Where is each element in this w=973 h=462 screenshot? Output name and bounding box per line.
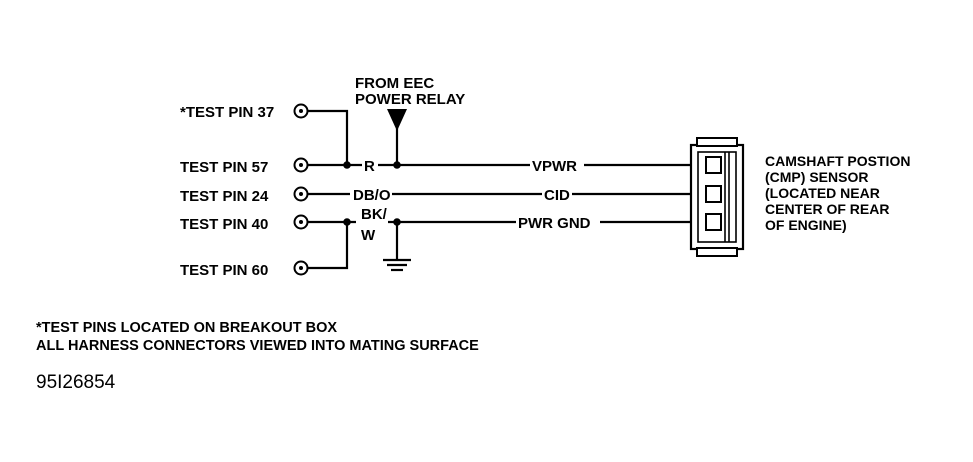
figure-code: 95I26854 (36, 372, 116, 393)
sensor-label-line2: (CMP) SENSOR (765, 169, 868, 185)
test-pin-37-terminal-icon (293, 103, 309, 119)
test-pin-24-label: TEST PIN 24 (180, 188, 269, 205)
sensor-label-line5: OF ENGINE) (765, 217, 847, 233)
test-pin-37-label: *TEST PIN 37 (180, 104, 274, 121)
cmp-sensor-connector-icon (689, 137, 745, 257)
sensor-label-line1: CAMSHAFT POSTION (765, 153, 910, 169)
cid-label: CID (544, 187, 570, 204)
test-pin-40-terminal-icon (293, 214, 309, 230)
relay-label-line2: POWER RELAY (355, 91, 465, 108)
power-relay-arrow-icon (387, 109, 407, 131)
vpwr-splice-icon (393, 161, 401, 169)
note-test-pins: *TEST PINS LOCATED ON BREAKOUT BOX (36, 320, 337, 336)
sensor-label-line4: CENTER OF REAR (765, 201, 889, 217)
test-pin-40-label: TEST PIN 40 (180, 216, 268, 233)
test-pin-60-terminal-icon (293, 260, 309, 276)
ground-icon (383, 222, 411, 272)
note-connectors: ALL HARNESS CONNECTORS VIEWED INTO MATIN… (36, 338, 479, 354)
relay-label-line1: FROM EEC (355, 75, 434, 92)
wire-color-bk-line2: W (361, 227, 376, 244)
vpwr-label: VPWR (532, 158, 577, 175)
wire-color-r: R (364, 158, 375, 175)
sensor-label-line3: (LOCATED NEAR (765, 185, 880, 201)
test-pin-57-terminal-icon (293, 157, 309, 173)
pin-60-wire (308, 222, 349, 270)
test-pin-60-label: TEST PIN 60 (180, 262, 268, 279)
test-pin-24-terminal-icon (293, 186, 309, 202)
test-pin-57-label: TEST PIN 57 (180, 159, 268, 176)
pin-57-splice-icon (343, 161, 351, 169)
wire-color-dbo: DB/O (353, 187, 391, 204)
wire-color-bk-line1: BK/ (361, 206, 388, 223)
pin-37-wire (308, 109, 349, 165)
pwr-gnd-label: PWR GND (518, 215, 591, 232)
